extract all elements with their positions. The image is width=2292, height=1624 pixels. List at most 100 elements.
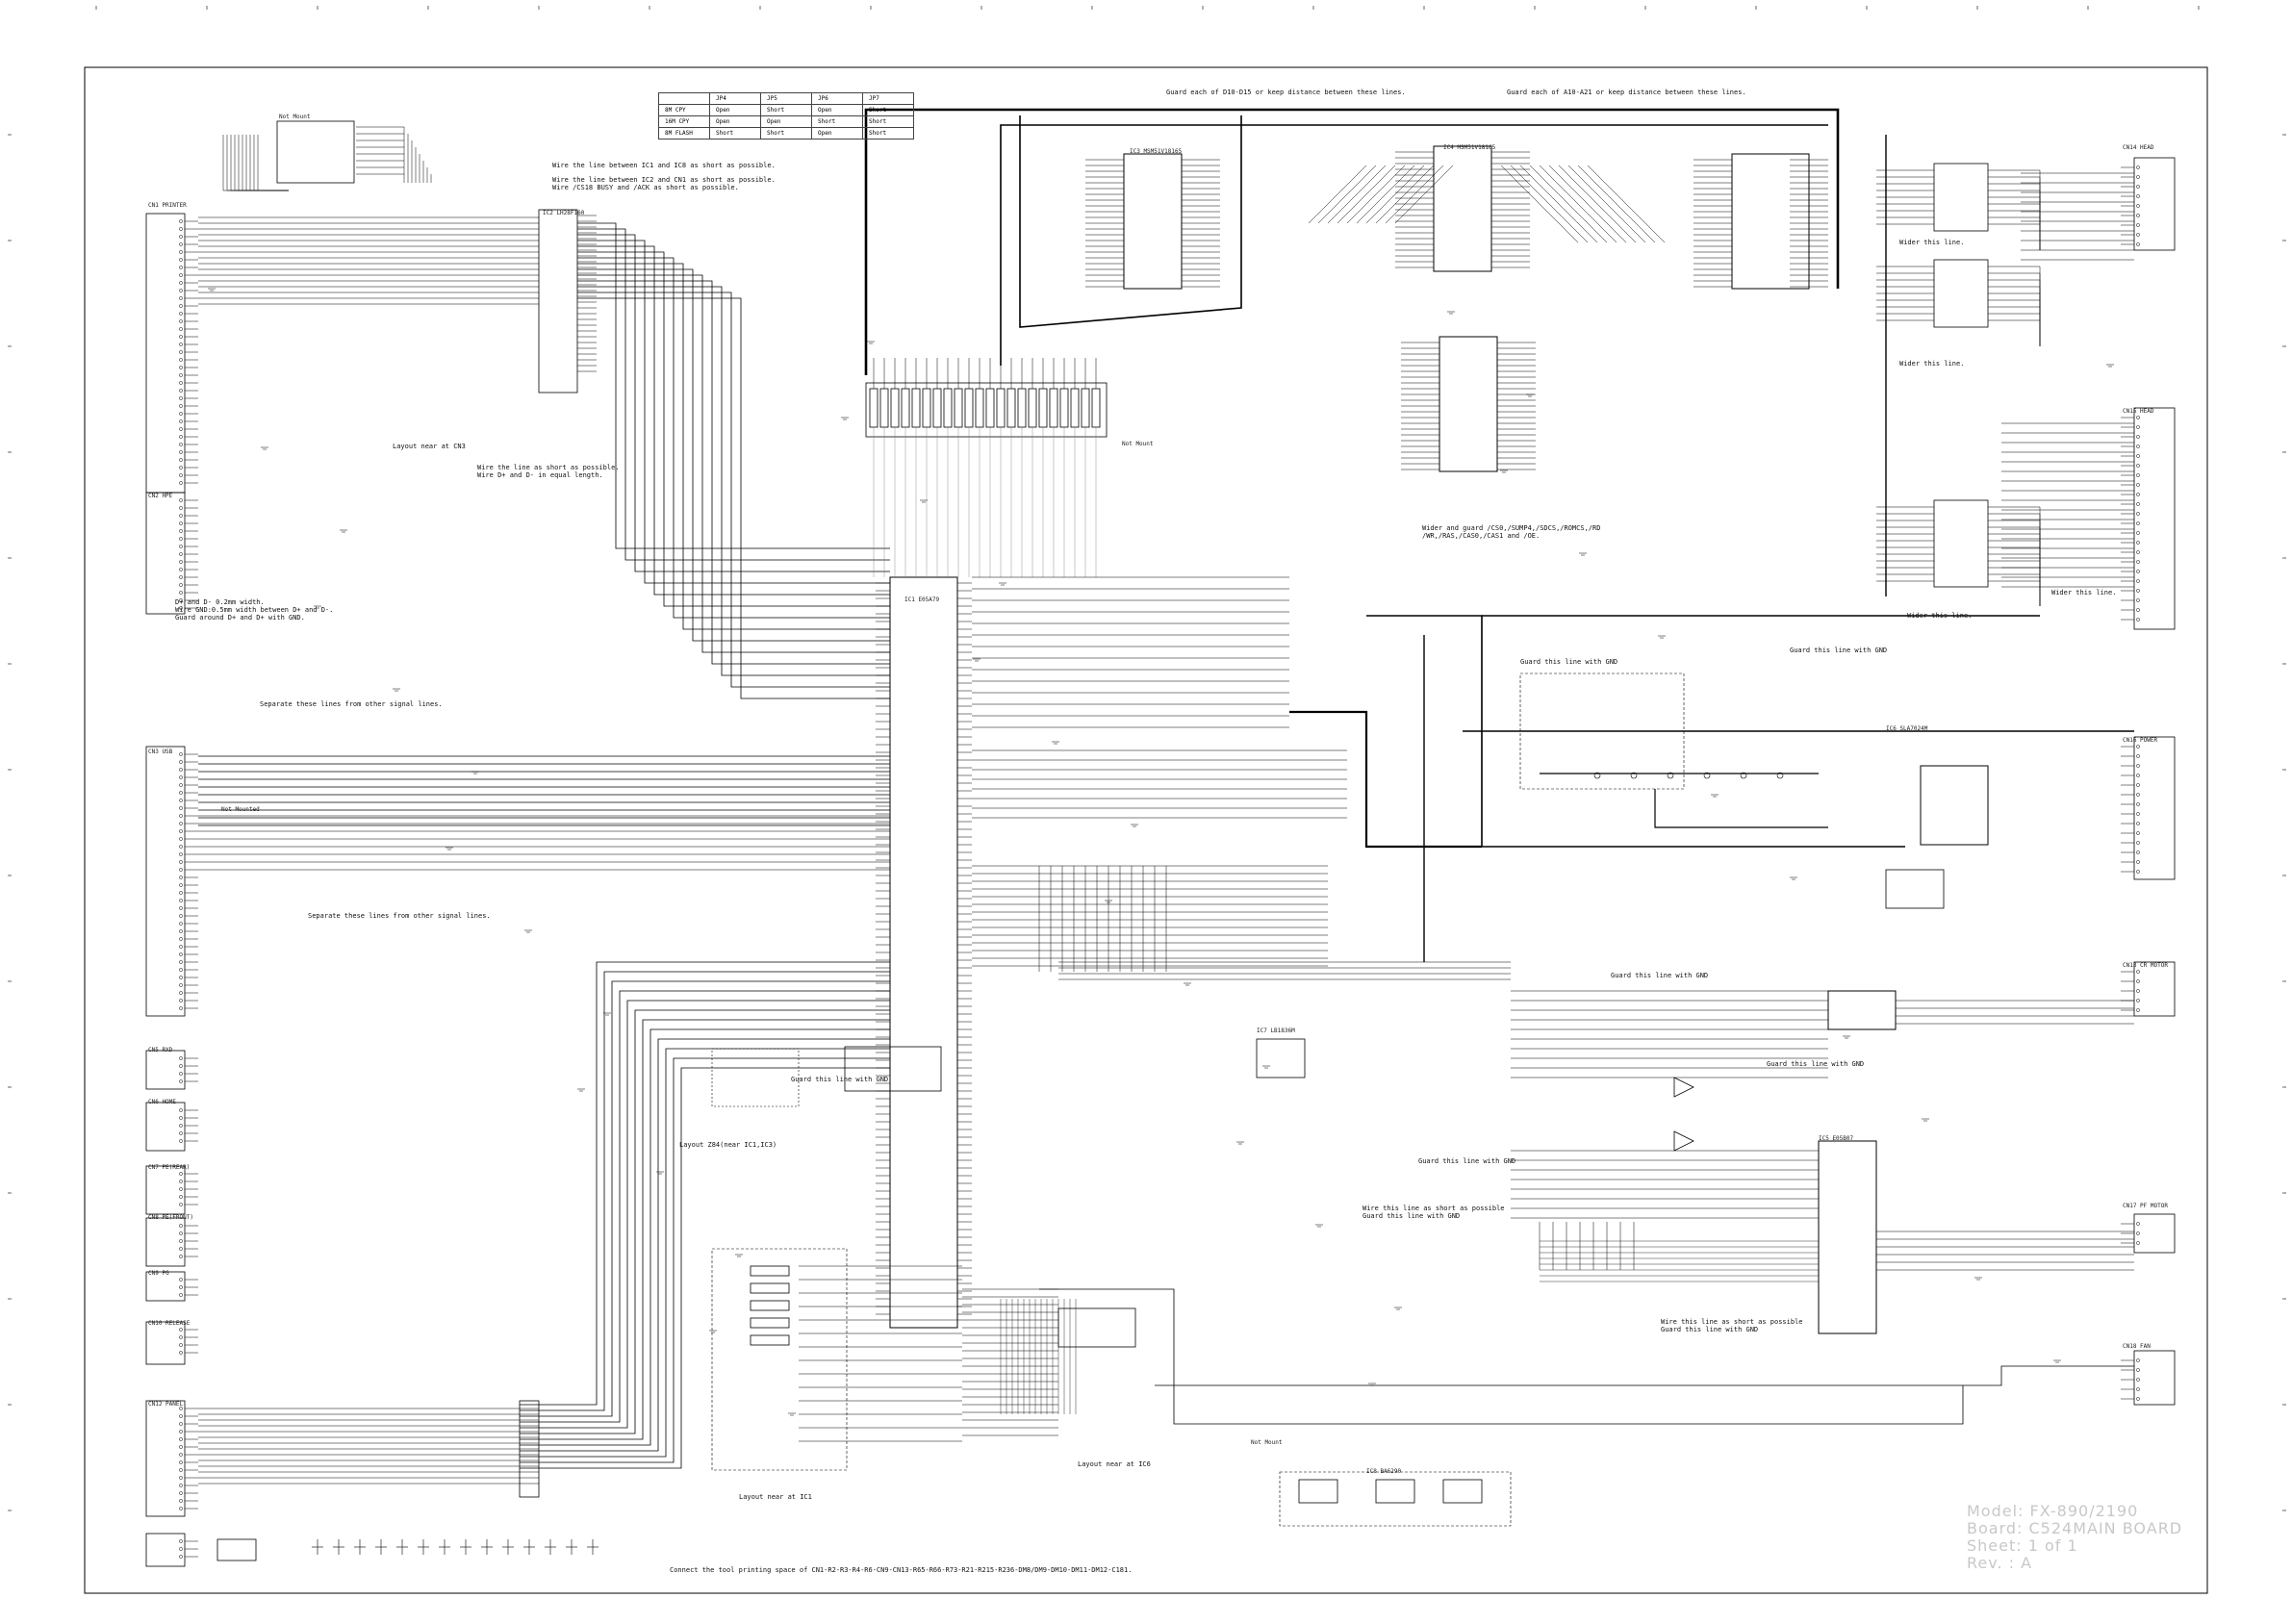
wire — [1988, 169, 2041, 250]
note-not-mount-ic: Not Mount — [1251, 1439, 1283, 1446]
resistor — [1038, 388, 1048, 428]
connector-box — [2133, 407, 2176, 630]
wire — [1988, 520, 2041, 606]
pin — [179, 473, 183, 477]
pin — [179, 1124, 183, 1128]
pin — [179, 443, 183, 446]
pin — [179, 1224, 183, 1228]
pin — [2136, 608, 2140, 612]
ic10-box — [1439, 336, 1498, 472]
pin — [179, 829, 183, 833]
pin — [179, 529, 183, 533]
pin — [179, 1484, 183, 1487]
wire — [520, 971, 890, 1411]
resistor — [750, 1282, 790, 1294]
pin — [2136, 521, 2140, 525]
pin — [179, 242, 183, 246]
connector-box — [2133, 961, 2176, 1017]
resistor — [890, 388, 900, 428]
pin — [179, 1285, 183, 1289]
pin — [179, 1437, 183, 1441]
pin — [179, 1108, 183, 1112]
thick-bus — [1000, 124, 1828, 366]
wire — [253, 135, 289, 191]
pin — [179, 1468, 183, 1472]
pin — [179, 258, 183, 262]
wire — [577, 251, 890, 607]
note-wire-cs: Wire /CS18 BUSY and /ACK as short as pos… — [552, 184, 739, 191]
ic2-box — [538, 209, 578, 393]
pin — [179, 427, 183, 431]
wire — [245, 135, 289, 191]
wire — [1539, 165, 1617, 243]
resistor — [869, 388, 879, 428]
pin — [179, 545, 183, 548]
resistor — [922, 388, 931, 428]
label-cn18: CN18 FAN — [2123, 1343, 2151, 1350]
pin — [179, 1187, 183, 1191]
pin — [179, 419, 183, 423]
pin — [179, 906, 183, 910]
pin — [179, 481, 183, 485]
pin — [2136, 1222, 2140, 1226]
pin — [179, 1547, 183, 1551]
pin — [179, 227, 183, 231]
resistor — [1059, 388, 1069, 428]
wire — [1510, 165, 1589, 243]
jumper-table-header: JP4 JP5 JP6 JP7 — [658, 92, 914, 105]
wire — [1548, 165, 1627, 243]
pin — [179, 999, 183, 1002]
pin — [179, 404, 183, 408]
pin — [2136, 970, 2140, 974]
pin — [2136, 1008, 2140, 1012]
pin — [2136, 812, 2140, 816]
wire — [1356, 165, 1415, 224]
wire — [1039, 1288, 1964, 1425]
pin — [179, 389, 183, 393]
note-guard-gnd: Wire GND:0.5mm width between D+ and D-. — [175, 606, 334, 614]
resistor — [1049, 388, 1058, 428]
pin — [179, 952, 183, 956]
wire — [1988, 513, 2041, 606]
resistor — [750, 1300, 790, 1311]
pin — [2136, 831, 2140, 835]
wire — [577, 222, 890, 549]
pin — [179, 319, 183, 323]
pin — [179, 868, 183, 872]
pin — [179, 235, 183, 239]
wire — [577, 274, 890, 653]
pin — [179, 791, 183, 795]
pin — [2136, 512, 2140, 516]
pin — [2136, 1241, 2140, 1245]
pin — [179, 514, 183, 518]
pin — [179, 822, 183, 825]
resistor — [1017, 388, 1027, 428]
pin — [179, 852, 183, 856]
wire — [1308, 165, 1367, 224]
pin — [2136, 783, 2140, 787]
note-guard-d: Guard around D+ and D+ with GND. — [175, 614, 305, 622]
diode — [1630, 772, 1638, 779]
pin — [179, 1453, 183, 1457]
pin — [179, 266, 183, 269]
pin — [179, 845, 183, 849]
pin — [2136, 214, 2140, 217]
pin — [2136, 194, 2140, 198]
pin — [179, 991, 183, 995]
pin — [179, 250, 183, 254]
label-cn1: CN1 PRINTER — [148, 202, 187, 209]
pin — [2136, 435, 2140, 439]
resistor — [1081, 388, 1090, 428]
wire — [249, 135, 289, 191]
resistor — [964, 388, 974, 428]
wire — [1988, 279, 2041, 346]
label-cn10: CN10 RELEASE — [148, 1320, 191, 1327]
pin — [179, 960, 183, 964]
pin — [2136, 745, 2140, 749]
wire — [257, 135, 289, 191]
pin — [179, 1239, 183, 1243]
note-layout-zaz: Layout Z84(near IC1,IC3) — [679, 1141, 777, 1149]
pin — [179, 1231, 183, 1235]
pin — [2136, 454, 2140, 458]
led-array — [1057, 1307, 1136, 1348]
